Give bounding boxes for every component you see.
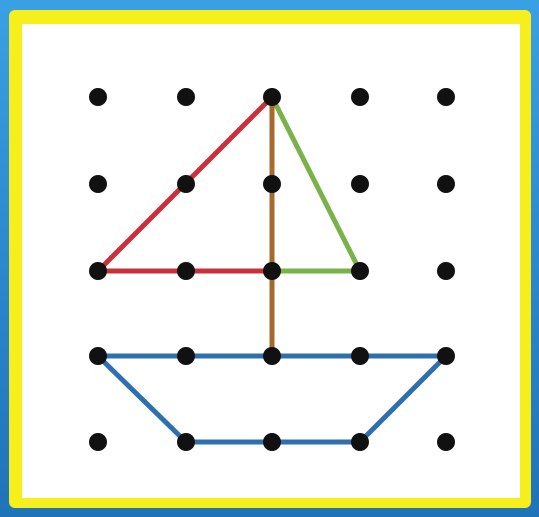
peg-r0-c0 — [89, 88, 107, 106]
peg-r2-c1 — [177, 262, 195, 280]
peg-r4-c0 — [89, 433, 107, 451]
peg-r3-c0 — [89, 347, 107, 365]
peg-r3-c3 — [351, 347, 369, 365]
peg-r1-c2 — [263, 175, 281, 193]
peg-r1-c4 — [437, 175, 455, 193]
peg-r4-c1 — [177, 433, 195, 451]
peg-r4-c4 — [437, 433, 455, 451]
peg-r3-c2 — [263, 347, 281, 365]
peg-r4-c2 — [263, 433, 281, 451]
peg-r3-c4 — [437, 347, 455, 365]
peg-r2-c4 — [437, 262, 455, 280]
peg-r1-c0 — [89, 175, 107, 193]
peg-r3-c1 — [177, 347, 195, 365]
peg-r0-c2 — [263, 88, 281, 106]
peg-r2-c2 — [263, 262, 281, 280]
peg-r4-c3 — [351, 433, 369, 451]
peg-r2-c0 — [89, 262, 107, 280]
peg-r1-c3 — [351, 175, 369, 193]
peg-r1-c1 — [177, 175, 195, 193]
peg-r0-c1 — [177, 88, 195, 106]
peg-r0-c4 — [437, 88, 455, 106]
peg-r2-c3 — [351, 262, 369, 280]
peg-r0-c3 — [351, 88, 369, 106]
